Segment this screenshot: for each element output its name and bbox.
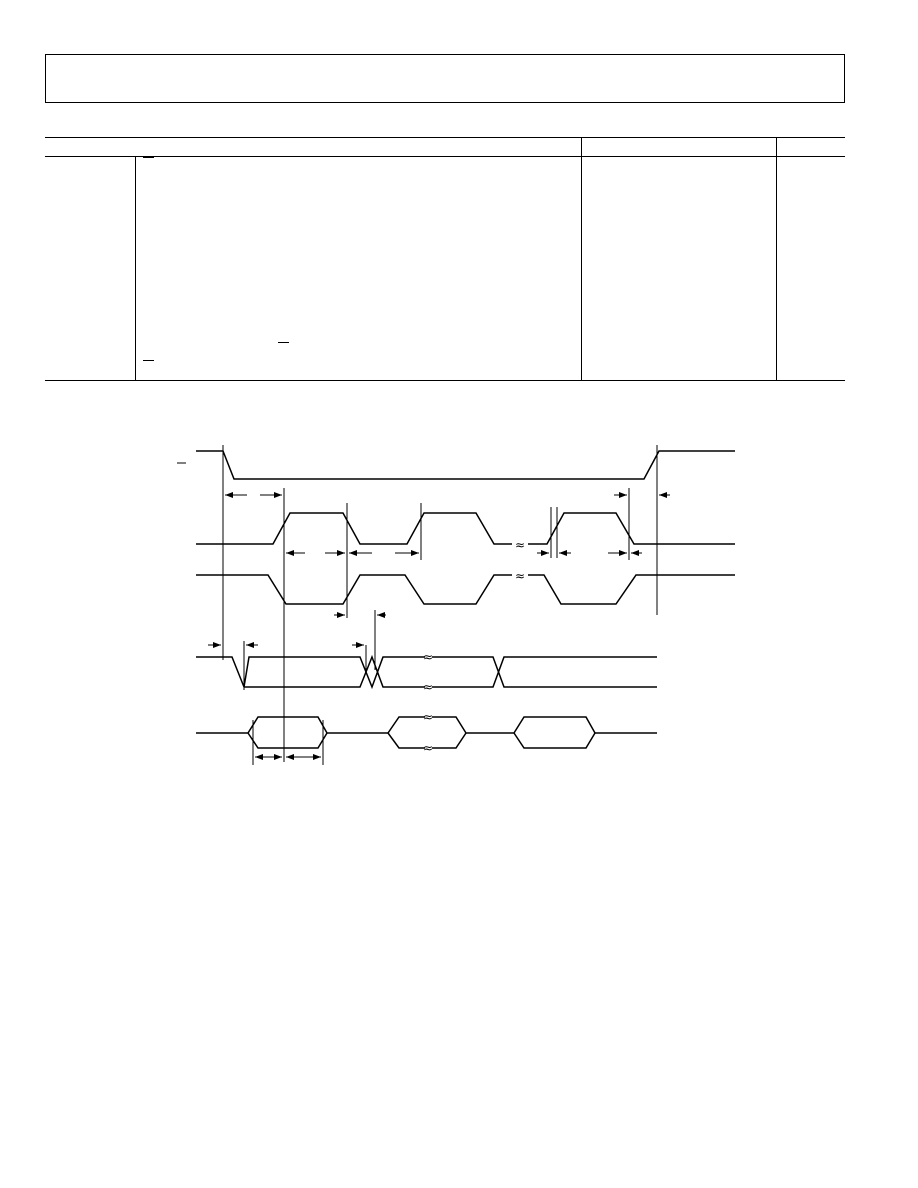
- overbar-mark: [143, 157, 154, 158]
- timing-dimension-arrows: [208, 492, 670, 760]
- break-symbol: ≈: [423, 741, 433, 755]
- table-column-divider-1: [135, 156, 136, 380]
- overbar-mark: [143, 360, 154, 361]
- data-in-waveform: [196, 654, 657, 690]
- table-top-rule: [45, 137, 845, 138]
- serial-clock-waveform: [196, 512, 735, 545]
- break-symbol: ≈: [515, 538, 525, 552]
- break-symbols: ≈ ≈ ≈ ≈ ≈ ≈: [423, 538, 525, 755]
- table-column-divider-2: [581, 137, 582, 380]
- table-column-divider-3: [776, 137, 777, 380]
- break-symbol: ≈: [515, 569, 525, 583]
- serial-clock-inverted-waveform: [196, 574, 735, 605]
- break-symbol: ≈: [423, 680, 433, 694]
- table-header-rule: [45, 156, 845, 157]
- overbar-mark: [278, 342, 289, 343]
- timing-reference-lines: [222, 445, 658, 765]
- break-symbol: ≈: [423, 710, 433, 724]
- page-header-box: [45, 54, 845, 103]
- timing-spec-table: [45, 137, 845, 381]
- table-bottom-rule: [45, 380, 845, 381]
- break-symbol: ≈: [423, 650, 433, 664]
- chip-select-waveform: [177, 450, 735, 480]
